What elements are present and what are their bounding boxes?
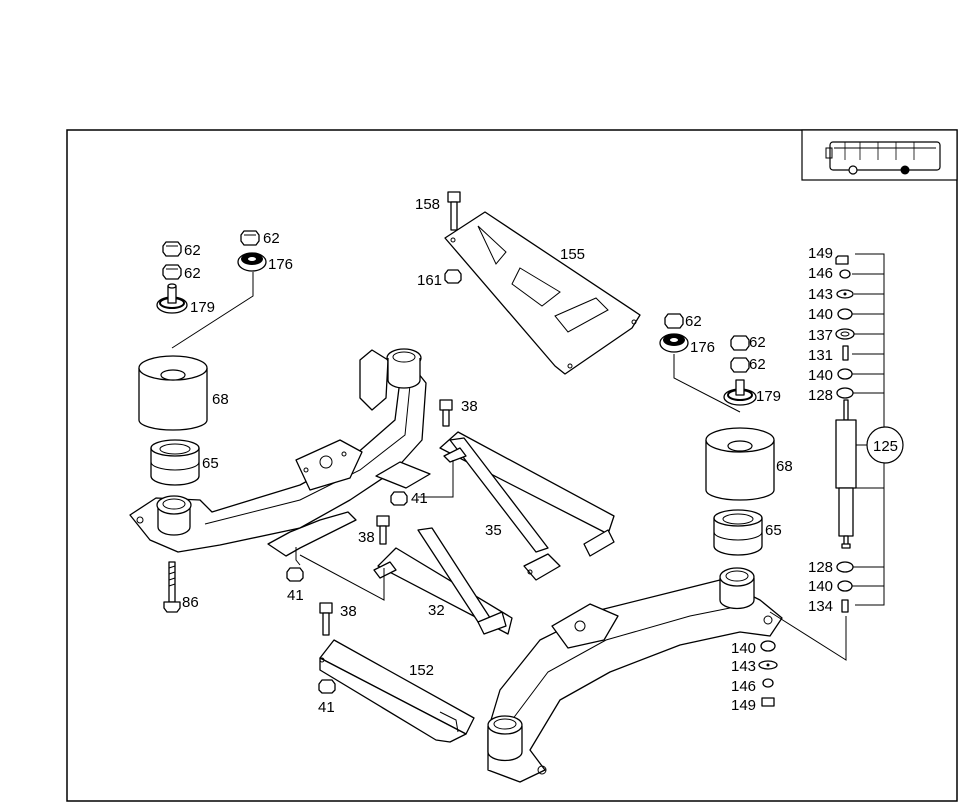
label-149-b: 149 — [731, 697, 756, 714]
label-86: 86 — [182, 594, 199, 611]
label-176-a: 176 — [268, 256, 293, 273]
label-149-a: 149 — [808, 245, 833, 262]
rubber-mount-68-a — [138, 355, 208, 431]
bolt-38-b — [376, 515, 390, 545]
label-41-c: 41 — [318, 699, 335, 716]
washer-176-b — [659, 333, 689, 353]
rubber-mount-68-b — [705, 427, 775, 501]
label-131: 131 — [808, 347, 833, 364]
subframe-right — [487, 567, 783, 783]
label-41-a: 41 — [411, 490, 428, 507]
nut-41-c — [318, 679, 336, 694]
label-62-b: 62 — [184, 265, 201, 282]
label-152: 152 — [409, 662, 434, 679]
label-140-b: 140 — [808, 367, 833, 384]
nut-62-a — [162, 241, 182, 257]
shock-bracket-lines — [769, 253, 904, 661]
label-62-f: 62 — [749, 356, 766, 373]
rail-152 — [319, 639, 475, 743]
label-143-a: 143 — [808, 286, 833, 303]
label-140-d: 140 — [731, 640, 756, 657]
label-35: 35 — [485, 522, 502, 539]
label-179-b: 179 — [756, 388, 781, 405]
nut-62-f — [730, 357, 750, 373]
nut-161 — [444, 269, 462, 284]
washer-176-a — [237, 252, 267, 272]
label-62-d: 62 — [685, 313, 702, 330]
label-65-a: 65 — [202, 455, 219, 472]
label-125: 125 — [873, 438, 898, 455]
label-65-b: 65 — [765, 522, 782, 539]
nut-62-d — [664, 313, 684, 329]
bump-stop-65-a — [150, 439, 200, 486]
bolt-38-c — [319, 602, 333, 636]
crossmember-32 — [373, 527, 513, 635]
bolt-86 — [163, 561, 181, 613]
label-146-a: 146 — [808, 265, 833, 282]
label-161: 161 — [417, 272, 442, 289]
label-128-b: 128 — [808, 559, 833, 576]
label-140-a: 140 — [808, 306, 833, 323]
label-32: 32 — [428, 602, 445, 619]
stud-179-a — [156, 283, 188, 314]
label-155: 155 — [560, 246, 585, 263]
label-140-c: 140 — [808, 578, 833, 595]
label-137: 137 — [808, 327, 833, 344]
bump-stop-65-b — [713, 509, 763, 556]
label-38-b: 38 — [358, 529, 375, 546]
bracket-155 — [444, 211, 641, 375]
nut-41-a — [390, 491, 408, 506]
label-38-a: 38 — [461, 398, 478, 415]
label-62-a: 62 — [184, 242, 201, 259]
nut-62-c — [240, 230, 260, 246]
label-38-c: 38 — [340, 603, 357, 620]
stud-179-b — [723, 379, 757, 406]
label-68-a: 68 — [212, 391, 229, 408]
label-158: 158 — [415, 196, 440, 213]
subframe-left — [129, 348, 431, 557]
label-143-b: 143 — [731, 658, 756, 675]
bus-icon — [801, 129, 958, 181]
label-68-b: 68 — [776, 458, 793, 475]
crossmember-35 — [439, 431, 615, 581]
bolt-38-a — [439, 399, 453, 427]
label-176-b: 176 — [690, 339, 715, 356]
nut-41-b — [286, 567, 304, 582]
shock-absorber — [835, 399, 857, 549]
label-146-b: 146 — [731, 678, 756, 695]
label-41-b: 41 — [287, 587, 304, 604]
label-179-a: 179 — [190, 299, 215, 316]
label-128-a: 128 — [808, 387, 833, 404]
diagram-frame — [66, 129, 958, 802]
bolt-158 — [447, 191, 461, 231]
nut-62-e — [730, 335, 750, 351]
nut-62-b — [162, 264, 182, 280]
label-62-e: 62 — [749, 334, 766, 351]
label-62-c: 62 — [263, 230, 280, 247]
label-134: 134 — [808, 598, 833, 615]
